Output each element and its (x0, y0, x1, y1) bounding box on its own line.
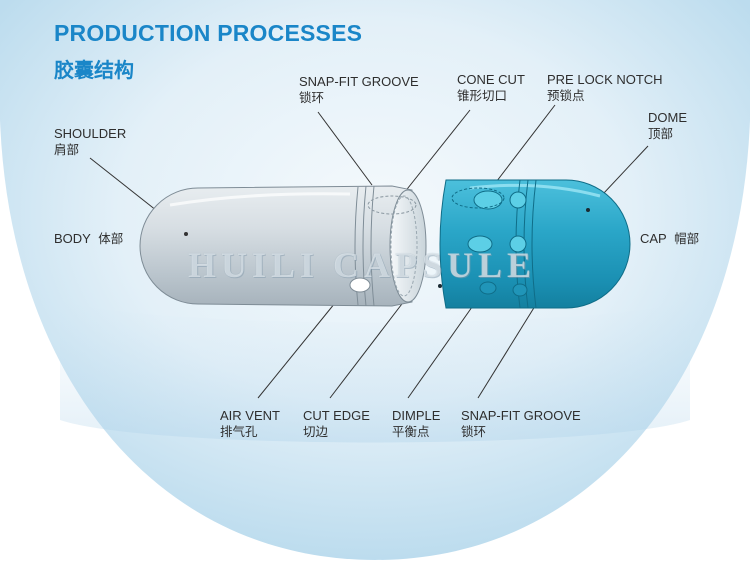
label-cut-edge-cn: 切边 (303, 424, 329, 439)
label-cone-cut-cn: 锥形切口 (457, 88, 508, 103)
cap-highlight (469, 183, 601, 198)
label-cap: CAP 帽部 (640, 231, 699, 247)
label-air-vent: AIR VENT 排气孔 (220, 408, 280, 440)
label-snap-fit-groove-bottom-cn: 锁环 (461, 424, 487, 439)
pre-lock-notch-4 (509, 235, 527, 253)
cone-cut-line (390, 195, 418, 297)
cut-edge-dot (438, 284, 442, 288)
label-cone-cut: CONE CUT 锥形切口 (457, 72, 525, 104)
label-cone-cut-en: CONE CUT (457, 72, 525, 87)
label-cut-edge-en: CUT EDGE (303, 408, 370, 423)
cap-shell (439, 179, 631, 309)
label-dome: DOME 顶部 (648, 110, 687, 142)
label-dimple-en: DIMPLE (392, 408, 441, 423)
pre-lock-notch-2 (509, 191, 527, 209)
label-air-vent-cn: 排气孔 (220, 424, 258, 439)
capsule-cap (438, 179, 631, 309)
snap-fit-groove-dashed (367, 195, 417, 215)
body-rim (389, 189, 427, 303)
capsule-body (139, 185, 427, 307)
label-snap-fit-groove-top: SNAP-FIT GROOVE 锁环 (299, 74, 419, 106)
pre-lock-notch-3 (467, 235, 493, 253)
label-air-vent-en: AIR VENT (220, 408, 280, 423)
cap-dashed-ring (451, 187, 505, 209)
label-cap-cn: 帽部 (674, 231, 700, 246)
leader-snap-fit-groove-top (317, 111, 373, 186)
cap-dot (586, 208, 590, 212)
body-groove-rings (354, 185, 375, 307)
label-body-cn: 体部 (98, 231, 124, 246)
label-pre-lock-notch-cn: 预锁点 (547, 88, 585, 103)
body-shell (139, 185, 413, 307)
label-dome-cn: 顶部 (648, 126, 674, 141)
body-dot (184, 232, 188, 236)
label-shoulder-cn: 肩部 (54, 142, 80, 157)
label-snap-fit-groove-top-cn: 锁环 (299, 90, 325, 105)
label-dimple-cn: 平衡点 (392, 424, 430, 439)
floor-reflection (60, 300, 690, 443)
label-snap-fit-groove-top-en: SNAP-FIT GROOVE (299, 74, 419, 89)
label-cap-en: CAP (640, 231, 667, 246)
label-body: BODY 体部 (54, 231, 123, 247)
label-pre-lock-notch-en: PRE LOCK NOTCH (547, 72, 663, 87)
label-cut-edge: CUT EDGE 切边 (303, 408, 370, 440)
dimple-1 (479, 281, 497, 295)
label-shoulder: SHOULDER 肩部 (54, 126, 126, 158)
air-vent (349, 277, 371, 293)
label-snap-fit-groove-bottom-en: SNAP-FIT GROOVE (461, 408, 581, 423)
label-snap-fit-groove-bottom: SNAP-FIT GROOVE 锁环 (461, 408, 581, 440)
label-shoulder-en: SHOULDER (54, 126, 127, 141)
dimples (479, 281, 528, 297)
label-dome-en: DOME (648, 110, 687, 125)
dimple-2 (512, 283, 528, 297)
pre-lock-notch-1 (473, 190, 503, 210)
page-subtitle-cn: 胶囊结构 (54, 58, 134, 82)
label-pre-lock-notch: PRE LOCK NOTCH 预锁点 (547, 72, 663, 104)
label-dimple: DIMPLE 平衡点 (392, 408, 440, 440)
page-title: PRODUCTION PROCESSES (54, 20, 363, 46)
leader-cut-edge (329, 295, 409, 399)
pre-lock-notches (467, 190, 527, 253)
leader-pre-lock-notch (489, 104, 556, 191)
body-highlight (169, 192, 351, 207)
watermark: HUILI CAPSULE (187, 245, 537, 285)
leader-cone-cut (399, 109, 471, 199)
leader-snap-fit-groove-bottom (477, 297, 541, 399)
label-body-en: BODY (54, 231, 91, 246)
